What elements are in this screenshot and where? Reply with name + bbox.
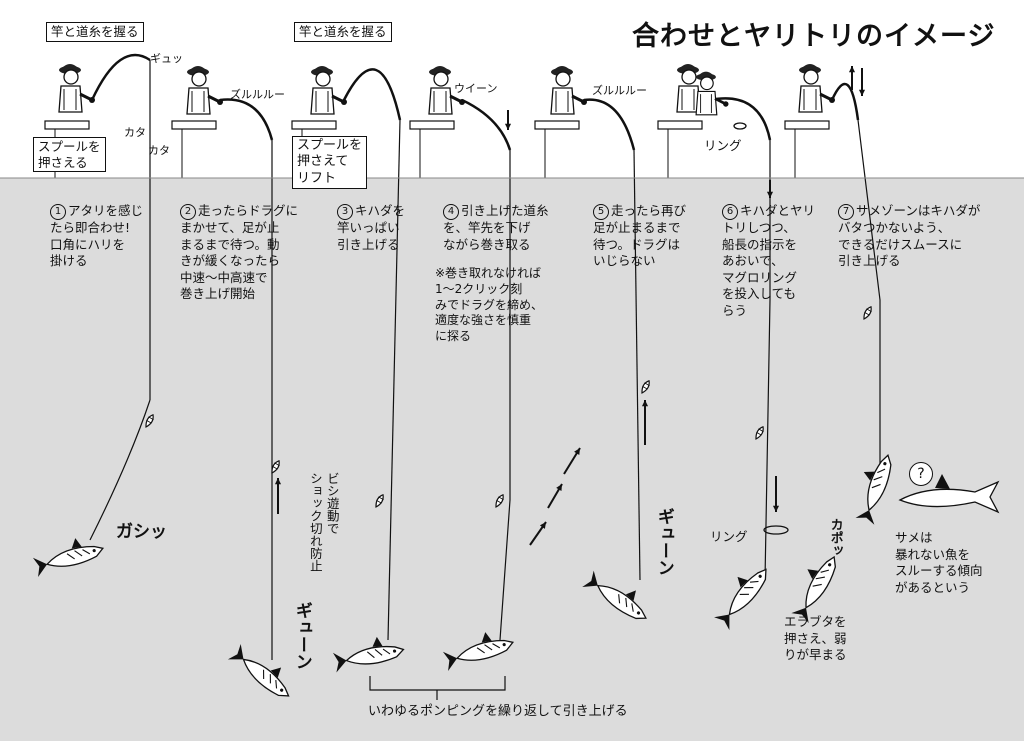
sound-zururu-1: ズルルルー xyxy=(230,88,285,101)
sound-gyutsu: ギュッ xyxy=(150,52,183,65)
step-text: キハダを 竿いっぱい 引き上げる xyxy=(337,203,406,252)
grip-label-1: 竿と道糸を握る xyxy=(46,22,144,42)
step-number: 5 xyxy=(593,204,609,220)
step-text: 走ったら再び 足が止まるまで 待つ。ドラグは いじらない xyxy=(593,203,687,268)
arrow-up-2-head xyxy=(556,484,562,491)
sound-kata-2: カタ xyxy=(148,144,170,157)
sound-zururu-2: ズルルルー xyxy=(592,84,647,97)
arrow-up-2b-head xyxy=(274,478,282,485)
step-number: 7 xyxy=(838,204,854,220)
rod-7 xyxy=(830,82,860,121)
arrow-down-4-head xyxy=(504,123,512,130)
sound-kata-1: カタ xyxy=(124,126,146,139)
rod-5 xyxy=(583,98,636,151)
arrow-up-1-head xyxy=(539,522,546,529)
step-text: サメゾーンはキハダが バタつかないよう、 できるだけスムースに 引き上げる xyxy=(838,203,981,268)
rod-6 xyxy=(709,97,772,141)
shock-note: ビシ遊動で ショック切れ防止 xyxy=(307,472,340,572)
grip-label-3: 竿と道糸を握る xyxy=(294,22,392,42)
diagram-title: 合わせとヤリトリのイメージ xyxy=(632,21,996,52)
rod-1 xyxy=(90,53,151,101)
angler xyxy=(797,62,837,114)
step-text: キハダとヤリ トリしつつ、 船長の指示を あおいで、 マグロリング を投入しても… xyxy=(722,203,816,318)
ring-label-bottom: リング xyxy=(710,529,748,544)
ring-label-top: リング xyxy=(704,138,742,153)
arrow-down-7-head xyxy=(858,89,866,96)
pumping-caption: いわゆるポンピングを繰り返して引き上げる xyxy=(368,704,628,719)
step-text: アタリを感じ たら即合わせ! 口角にハリを 掛ける xyxy=(50,203,144,268)
shark-fin xyxy=(935,474,950,489)
maguro-ring-top xyxy=(733,122,747,130)
water-area xyxy=(0,178,1024,741)
gill-note: エラブタを 押さえ、弱 りが早まる xyxy=(784,614,847,662)
drag-note: ※巻き取れなければ 1〜2クリック刻 みでドラグを締め、 適度な強さを慎重 に探… xyxy=(435,266,544,344)
arrow-up-5-head xyxy=(641,400,649,407)
captain xyxy=(694,70,730,117)
fishing-line-4 xyxy=(499,150,511,641)
boat-rail xyxy=(291,120,337,130)
arrow-down-6-top-head xyxy=(766,191,774,198)
shark-note: サメは 暴れない魚を スルーする傾向 があるという xyxy=(895,530,983,595)
spool-label-1: スプールを 押さえる xyxy=(33,137,106,173)
sound-kapo: カポッ xyxy=(827,518,843,557)
boat-rail xyxy=(784,120,830,130)
sound-gyuun-2: ギューン xyxy=(653,508,674,576)
angler xyxy=(549,64,589,116)
fishing-line-7 xyxy=(857,119,881,470)
step-number: 1 xyxy=(50,204,66,220)
maguro-ring xyxy=(763,525,789,535)
fishing-line-3 xyxy=(387,119,401,641)
boat-rail xyxy=(171,120,217,130)
fishing-line-5 xyxy=(633,149,641,581)
sound-wiin: ウイーン xyxy=(454,82,498,95)
step-text: 走ったらドラグに まかせて、足が止 まるまで待つ。動 きが緩くなったら 中速〜中… xyxy=(180,203,299,301)
arrow-up-7-head xyxy=(848,66,856,73)
step-number: 2 xyxy=(180,204,196,220)
angler xyxy=(57,62,97,114)
rod-2 xyxy=(219,98,274,141)
angler xyxy=(185,64,225,116)
step-number: 4 xyxy=(443,204,459,220)
rod-4 xyxy=(461,98,512,151)
arrow-down-6-head xyxy=(772,505,780,512)
step-text: 引き上げた道糸 を、竿先を下げ ながら巻き取る xyxy=(443,203,549,252)
fishing-lines xyxy=(89,53,881,700)
arrow-up-3-head xyxy=(574,448,580,455)
fishing-line-1b xyxy=(89,399,151,541)
boat-rail xyxy=(657,120,703,130)
boat-rail xyxy=(534,120,580,130)
rod-3 xyxy=(342,68,402,121)
spool-label-3: スプールを 押さえて リフト xyxy=(292,136,368,189)
step-number: 6 xyxy=(722,204,738,220)
angler xyxy=(309,64,349,116)
question-bubble: ? xyxy=(909,462,933,486)
figures xyxy=(30,62,1000,706)
boat-rail xyxy=(409,120,455,130)
shark xyxy=(898,480,1000,514)
step-number: 3 xyxy=(337,204,353,220)
boat-rail xyxy=(44,120,90,130)
sound-gyuun-1: ギューン xyxy=(291,602,312,670)
sound-gashi: ガシッ xyxy=(116,522,167,542)
